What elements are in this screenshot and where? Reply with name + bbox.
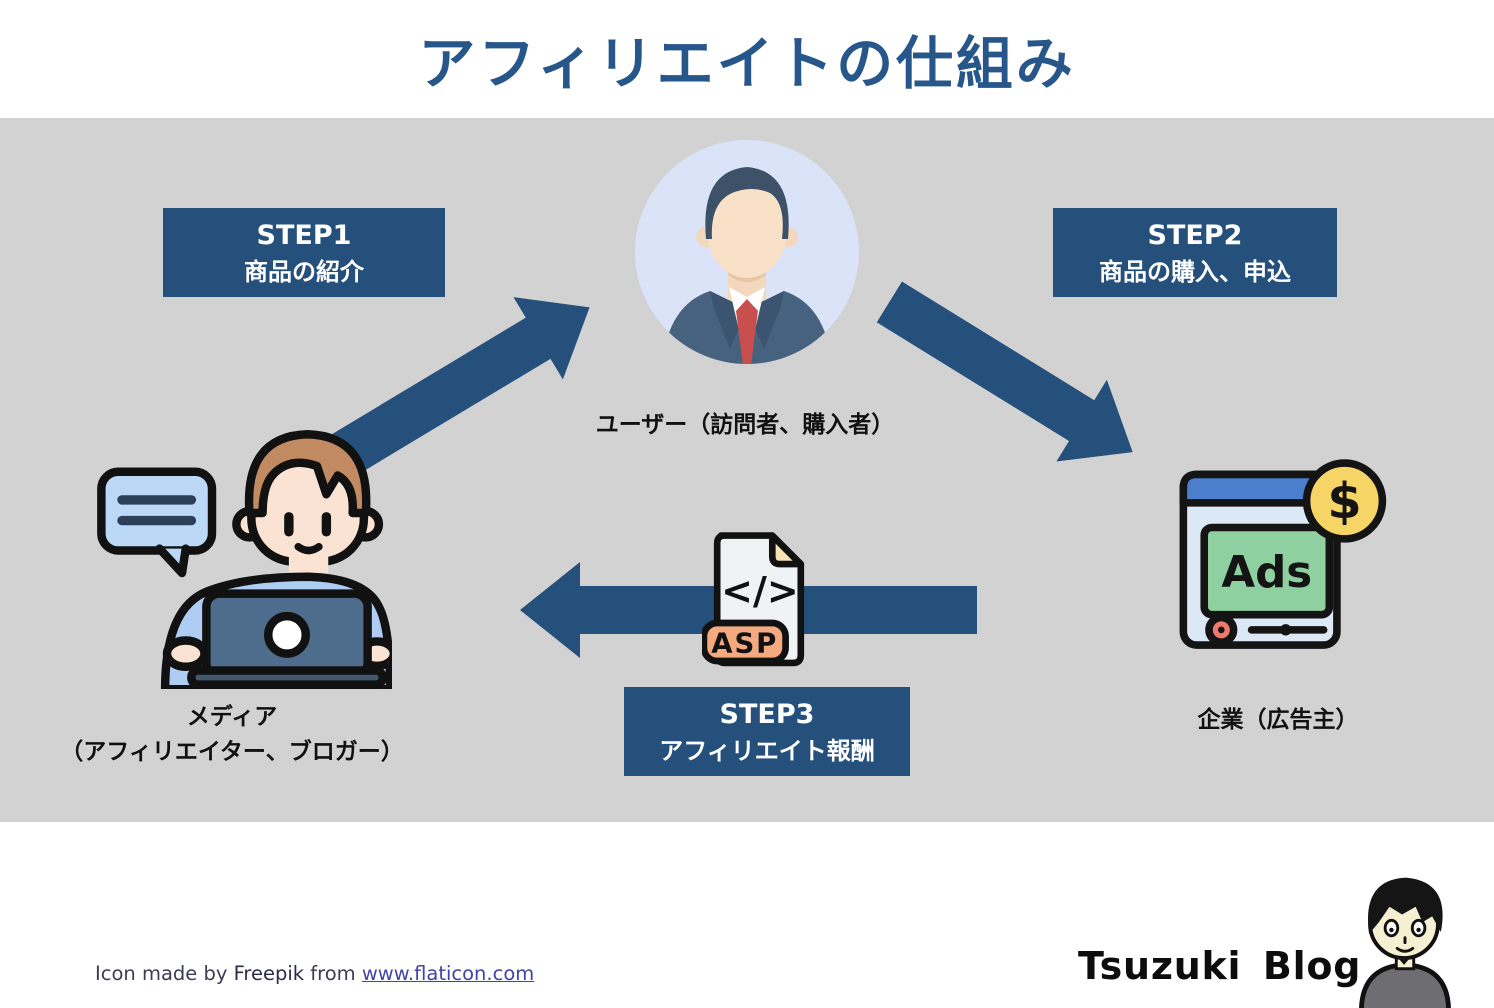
header: アフィリエイトの仕組み — [0, 0, 1494, 118]
step2-name: STEP2 — [1147, 219, 1243, 251]
media-label-line2: （アフィリエイター、ブロガー） — [60, 738, 404, 765]
code-icon: </> — [721, 569, 799, 613]
dollar-coin-icon: $ — [1302, 459, 1387, 543]
arrow-user-to-advertiser — [864, 261, 1158, 493]
blogger-icon — [92, 408, 392, 690]
step2-desc: 商品の購入、申込 — [1099, 257, 1291, 286]
flaticon-link[interactable]: www.flaticon.com — [361, 962, 535, 985]
asp-badge: ASP — [702, 619, 789, 665]
media-label: メディア （アフィリエイター、ブロガー） — [60, 700, 403, 769]
brand-logo-text: Tsuzuki Blog — [1078, 944, 1362, 988]
credit-text-before: Icon made by — [95, 962, 234, 985]
speech-bubble-icon — [97, 467, 217, 578]
ads-text: Ads — [1221, 548, 1312, 598]
laptop-icon — [187, 589, 387, 689]
step3-badge: STEP3 アフィリエイト報酬 — [624, 687, 910, 776]
arrow-media-to-user — [320, 266, 615, 496]
page-title: アフィリエイトの仕組み — [418, 31, 1076, 97]
brand-avatar-icon — [1342, 866, 1468, 1008]
step1-badge: STEP1 商品の紹介 — [163, 208, 445, 297]
page-fold-icon — [768, 532, 805, 568]
asp-file-icon: </> ASP — [702, 528, 816, 671]
step2-badge: STEP2 商品の購入、申込 — [1053, 208, 1337, 297]
advertiser-label: 企業（広告主） — [1197, 707, 1359, 733]
credit-text-mid: from — [304, 962, 362, 985]
businessman-icon — [662, 167, 832, 364]
icon-credit: Icon made by Freepik from www.flaticon.c… — [95, 962, 534, 985]
step3-name: STEP3 — [719, 698, 815, 730]
user-avatar-icon — [634, 139, 860, 365]
step1-name: STEP1 — [256, 219, 352, 251]
media-label-line1: メディア — [186, 704, 278, 730]
credit-author: Freepik — [233, 962, 305, 985]
user-label: ユーザー（訪問者、購入者） — [595, 412, 895, 438]
step3-desc: アフィリエイト報酬 — [659, 736, 875, 765]
svg-text:ASP: ASP — [711, 627, 778, 659]
ads-browser-icon: Ads $ — [1172, 446, 1390, 655]
step1-desc: 商品の紹介 — [244, 257, 364, 286]
brand-avatar-face — [1383, 918, 1427, 965]
ad-screen — [1200, 523, 1334, 619]
svg-text:$: $ — [1327, 472, 1361, 530]
